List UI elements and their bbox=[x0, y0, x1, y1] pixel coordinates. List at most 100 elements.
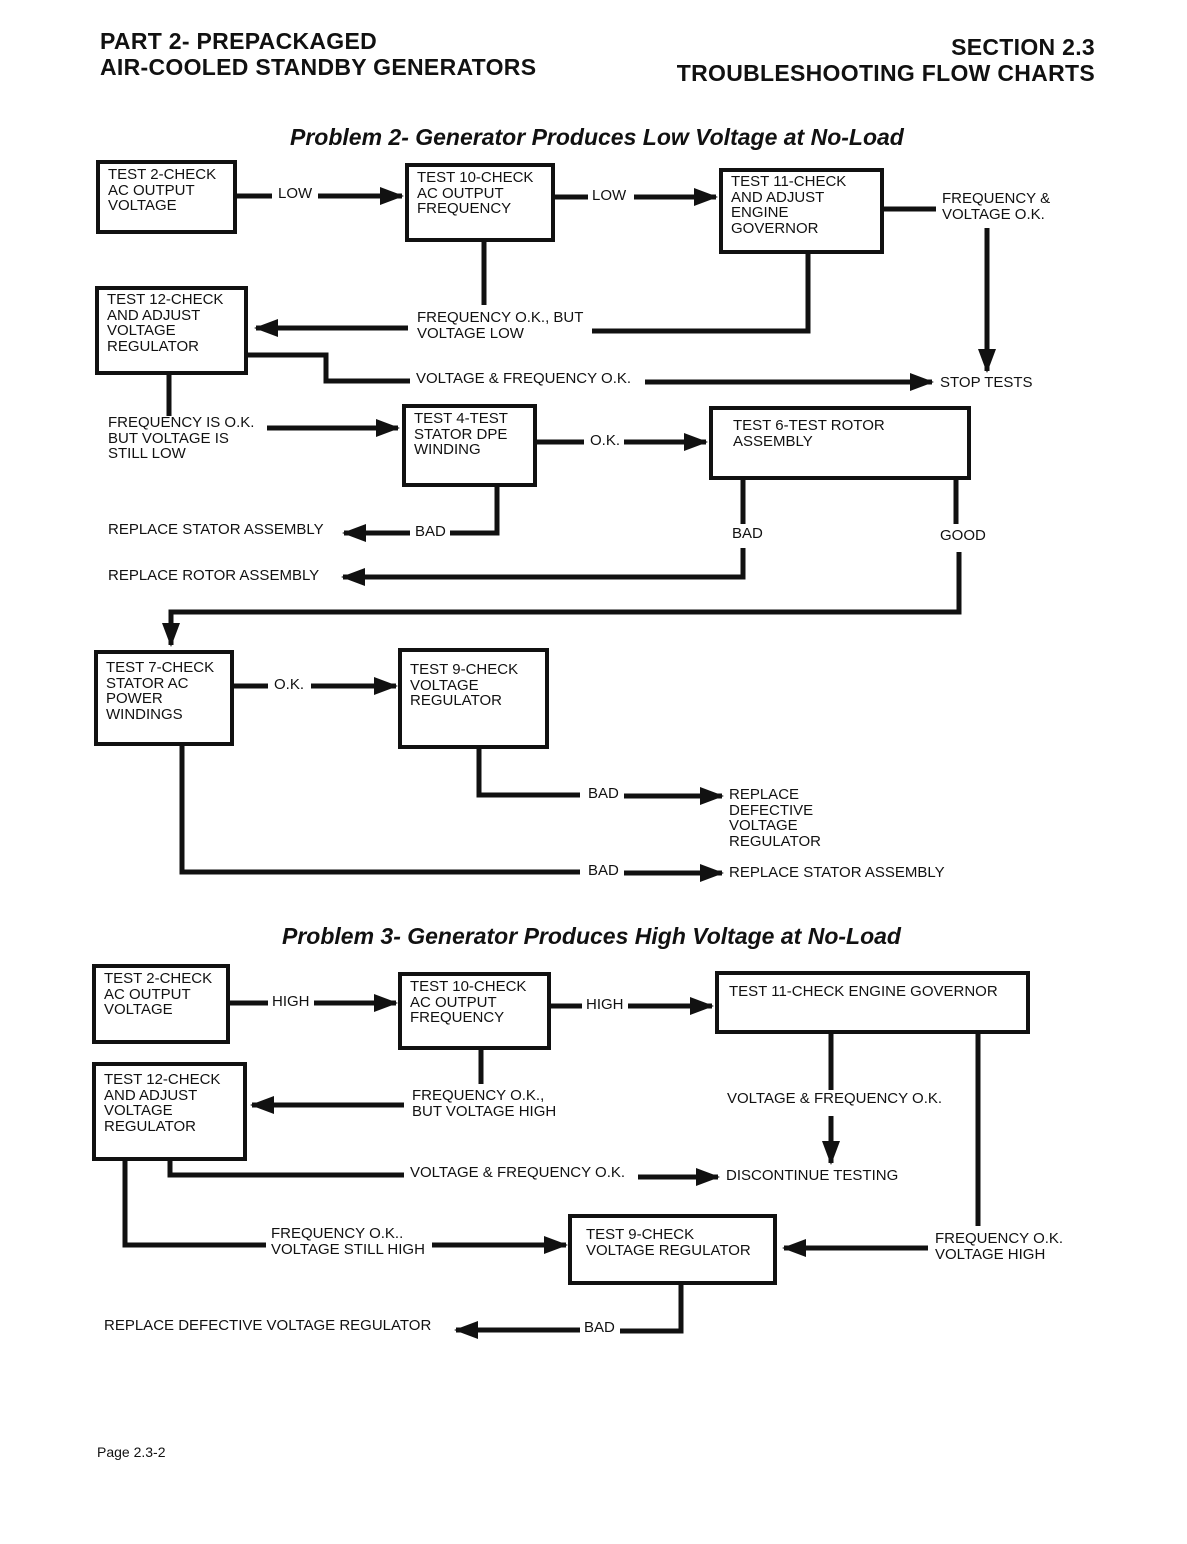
box-line: TEST 2-CHECK bbox=[104, 970, 213, 987]
box-line: AND ADJUST bbox=[107, 306, 201, 324]
box-line: TEST 12-CHECK bbox=[107, 291, 224, 308]
box-line: FREQUENCY bbox=[410, 1009, 505, 1026]
p2-label-low-1: LOW bbox=[276, 185, 315, 202]
box-line: TEST 6-TEST ROTOR bbox=[733, 417, 885, 434]
p2-test4-box: TEST 4-TEST STATOR DPE WINDING bbox=[402, 404, 537, 487]
box-line: TEST 9-CHECK bbox=[410, 661, 519, 678]
p2-conn-t7-bad bbox=[179, 744, 580, 875]
box-line: POWER bbox=[106, 690, 163, 707]
p2-test7-box: TEST 7-CHECK STATOR AC POWER WINDINGS bbox=[94, 650, 234, 746]
label-line: DEFECTIVE bbox=[729, 801, 814, 819]
header-section: SECTION 2.3 bbox=[951, 34, 1095, 60]
header-right: SECTION 2.3 TROUBLESHOOTING FLOW CHARTS bbox=[677, 34, 1095, 86]
label-line: VOLTAGE HIGH bbox=[935, 1245, 1046, 1263]
header-section-title: TROUBLESHOOTING FLOW CHARTS bbox=[676, 60, 1095, 86]
p2-conn-t11-down bbox=[592, 252, 811, 334]
p2-test6-box: TEST 6-TEST ROTOR ASSEMBLY bbox=[709, 406, 971, 480]
label-line: FREQUENCY O.K.. bbox=[271, 1225, 404, 1242]
p2-test12-box: TEST 12-CHECK AND ADJUST VOLTAGE REGULAT… bbox=[95, 286, 248, 375]
p2-test10-box: TEST 10-CHECK AC OUTPUT FREQUENCY bbox=[405, 163, 555, 242]
p2-label-replace-stator-2: REPLACE STATOR ASSEMBLY bbox=[727, 864, 947, 881]
p3-label-bad: BAD bbox=[582, 1319, 617, 1336]
box-line: AC OUTPUT bbox=[410, 993, 497, 1011]
box-line: STATOR AC bbox=[106, 674, 189, 692]
box-line: TEST 10-CHECK bbox=[417, 169, 534, 186]
p2-arrow-replace-rotor bbox=[341, 548, 746, 586]
p2-label-freq-volt-ok: FREQUENCY & VOLTAGE O.K. bbox=[940, 190, 1053, 223]
problem2-title: Problem 2- Generator Produces Low Voltag… bbox=[290, 124, 904, 150]
p2-conn-t4-bad bbox=[450, 485, 500, 536]
p2-conn-t12-ok bbox=[246, 352, 410, 384]
p3-label-freq-ok-volt-still-high: FREQUENCY O.K.. VOLTAGE STILL HIGH bbox=[269, 1226, 427, 1257]
p2-label-bad-1: BAD bbox=[413, 523, 448, 540]
label-line: REPLACE bbox=[729, 786, 800, 803]
label-line: FREQUENCY IS O.K. bbox=[108, 414, 255, 431]
header-part: PART 2- PREPACKAGED bbox=[100, 28, 378, 54]
label-line: REGULATOR bbox=[729, 832, 821, 850]
label-line: FREQUENCY & bbox=[942, 190, 1051, 207]
label-line: VOLTAGE O.K. bbox=[942, 205, 1045, 223]
p2-label-ok-1: O.K. bbox=[588, 432, 623, 449]
box-line: VOLTAGE bbox=[410, 676, 479, 694]
p2-test11-box: TEST 11-CHECK AND ADJUST ENGINE GOVERNOR bbox=[719, 168, 884, 254]
p3-conn-t9-bad bbox=[620, 1282, 684, 1334]
box-line: ASSEMBLY bbox=[733, 432, 813, 450]
p3-test9-box: TEST 9-CHECK VOLTAGE REGULATOR bbox=[568, 1214, 777, 1285]
label-line: VOLTAGE LOW bbox=[417, 324, 524, 342]
p2-label-low-2: LOW bbox=[590, 187, 629, 204]
p2-label-good: GOOD bbox=[938, 527, 988, 544]
box-line: VOLTAGE bbox=[104, 1001, 173, 1018]
box-line: REGULATOR bbox=[107, 337, 199, 355]
box-line: TEST 10-CHECK bbox=[410, 978, 527, 995]
p2-label-freq-ok-still-low: FREQUENCY IS O.K. BUT VOLTAGE IS STILL L… bbox=[106, 415, 256, 462]
box-line: FREQUENCY bbox=[417, 200, 512, 217]
header-left: PART 2- PREPACKAGED AIR-COOLED STANDBY G… bbox=[100, 28, 536, 80]
p3-label-high-2: HIGH bbox=[584, 996, 626, 1013]
header-subtitle: AIR-COOLED STANDBY GENERATORS bbox=[100, 54, 537, 80]
label-line: VOLTAGE bbox=[729, 817, 798, 834]
box-line: TEST 7-CHECK bbox=[106, 659, 215, 676]
p2-test9-box: TEST 9-CHECK VOLTAGE REGULATOR bbox=[398, 648, 549, 749]
p3-label-volt-freq-ok-right: VOLTAGE & FREQUENCY O.K. bbox=[725, 1090, 945, 1107]
box-line: VOLTAGE bbox=[107, 322, 176, 339]
p2-label-replace-rotor: REPLACE ROTOR ASSEMBLY bbox=[106, 567, 322, 584]
p3-label-freq-ok-volt-high-right: FREQUENCY O.K. VOLTAGE HIGH bbox=[933, 1231, 1066, 1263]
p2-conn-t9-bad bbox=[476, 746, 580, 798]
p3-conn-t12-ok bbox=[167, 1160, 404, 1178]
box-line: AND ADJUST bbox=[104, 1086, 198, 1104]
p3-label-replace-voltage-regulator: REPLACE DEFECTIVE VOLTAGE REGULATOR bbox=[102, 1317, 434, 1334]
label-line: BUT VOLTAGE HIGH bbox=[412, 1102, 557, 1120]
p2-label-volt-freq-ok: VOLTAGE & FREQUENCY O.K. bbox=[414, 370, 634, 387]
label-line: FREQUENCY O.K., BUT bbox=[417, 309, 584, 326]
p2-label-bad-4: BAD bbox=[586, 862, 621, 879]
box-line: REGULATOR bbox=[410, 692, 502, 709]
label-line: VOLTAGE STILL HIGH bbox=[271, 1240, 425, 1258]
box-line: TEST 4-TEST bbox=[414, 410, 508, 427]
box-line: AC OUTPUT bbox=[417, 184, 504, 202]
p3-test11-box: TEST 11-CHECK ENGINE GOVERNOR bbox=[715, 971, 1030, 1034]
p3-label-high-1: HIGH bbox=[270, 993, 312, 1010]
box-line: AC OUTPUT bbox=[104, 985, 191, 1003]
p3-label-freq-ok-volt-high: FREQUENCY O.K., BUT VOLTAGE HIGH bbox=[410, 1088, 558, 1119]
p2-label-ok-2: O.K. bbox=[272, 676, 307, 693]
box-line: AC OUTPUT bbox=[108, 181, 195, 199]
box-line: TEST 11-CHECK ENGINE GOVERNOR bbox=[729, 983, 998, 1000]
page-number: Page 2.3-2 bbox=[97, 1444, 166, 1460]
label-line: BUT VOLTAGE IS bbox=[108, 429, 229, 447]
p3-test12-box: TEST 12-CHECK AND ADJUST VOLTAGE REGULAT… bbox=[92, 1062, 247, 1161]
problem3-title: Problem 3- Generator Produces High Volta… bbox=[282, 923, 901, 949]
p3-label-discontinue-testing: DISCONTINUE TESTING bbox=[724, 1167, 901, 1184]
box-line: VOLTAGE bbox=[104, 1102, 173, 1119]
p2-arrow-to-t7 bbox=[162, 552, 962, 647]
p2-label-replace-voltage-regulator: REPLACE DEFECTIVE VOLTAGE REGULATOR bbox=[727, 787, 823, 849]
p3-test2-box: TEST 2-CHECK AC OUTPUT VOLTAGE bbox=[92, 964, 230, 1044]
box-line: WINDING bbox=[414, 441, 481, 458]
p2-label-freq-ok-volt-low: FREQUENCY O.K., BUT VOLTAGE LOW bbox=[415, 310, 585, 341]
box-line: REGULATOR bbox=[104, 1117, 196, 1135]
box-line: TEST 9-CHECK bbox=[586, 1226, 695, 1243]
box-line: ENGINE bbox=[731, 204, 789, 221]
p3-label-volt-freq-ok: VOLTAGE & FREQUENCY O.K. bbox=[408, 1164, 628, 1181]
box-line: TEST 2-CHECK bbox=[108, 166, 217, 183]
